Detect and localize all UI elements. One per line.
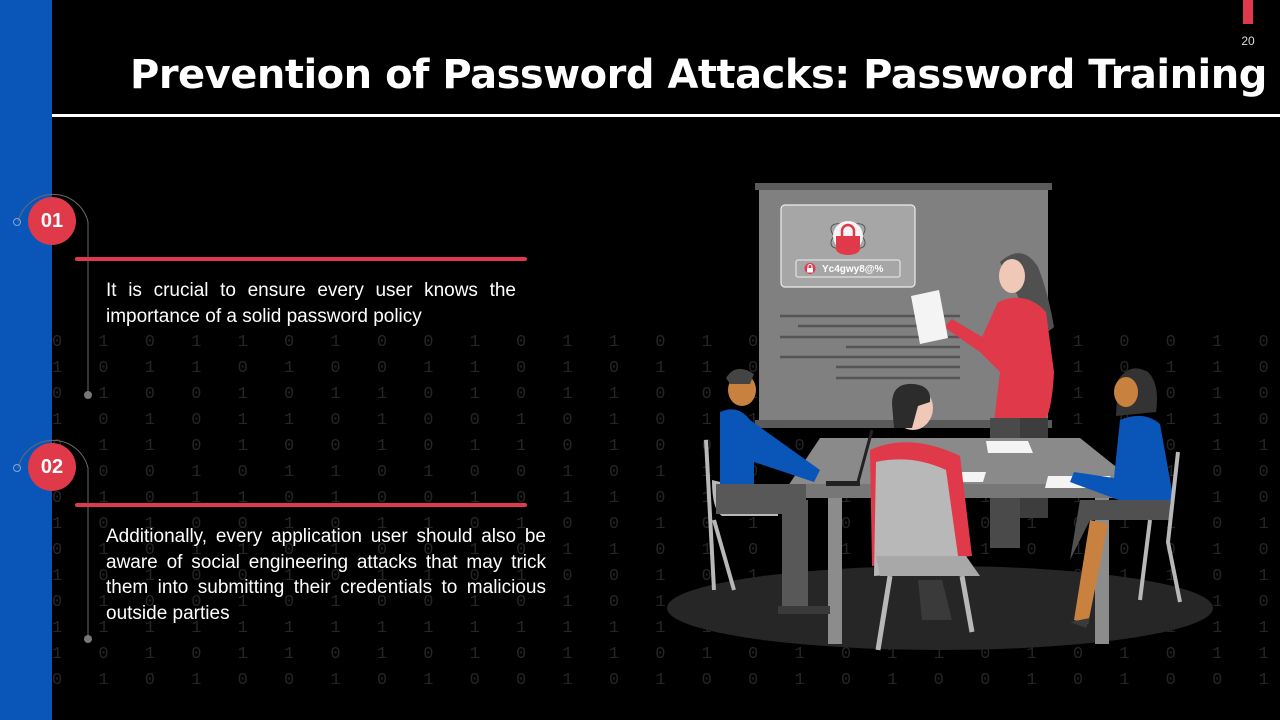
step-divider bbox=[75, 503, 527, 507]
timeline-connector bbox=[13, 439, 92, 643]
attendee-center bbox=[870, 383, 980, 651]
slide-number-marker bbox=[1243, 0, 1253, 24]
training-meeting-illustration: Yc4gwy8@% bbox=[667, 183, 1213, 651]
binary-background-pattern: 0 1 0 1 1 0 1 0 0 1 0 1 1 0 1 0 0 1 0 1 … bbox=[52, 333, 1280, 690]
password-card: Yc4gwy8@% bbox=[780, 204, 916, 288]
atom-lock-icon bbox=[830, 221, 866, 255]
timeline-connector bbox=[13, 193, 92, 399]
attendee-left bbox=[704, 368, 874, 614]
title-divider bbox=[52, 114, 1280, 117]
step-text: It is crucial to ensure every user knows… bbox=[106, 280, 516, 327]
step-number-badge: 01 bbox=[28, 197, 76, 245]
step-divider bbox=[75, 257, 527, 261]
slide-number: 20 bbox=[1241, 34, 1255, 48]
left-accent-bar bbox=[0, 0, 52, 720]
attendee-right bbox=[1070, 368, 1182, 628]
step-text: Additionally, every application user sho… bbox=[106, 526, 546, 624]
page-title: Prevention of Password Attacks: Password… bbox=[130, 52, 1267, 98]
password-sample: Yc4gwy8@% bbox=[822, 264, 884, 275]
step-number-badge: 02 bbox=[28, 443, 76, 491]
